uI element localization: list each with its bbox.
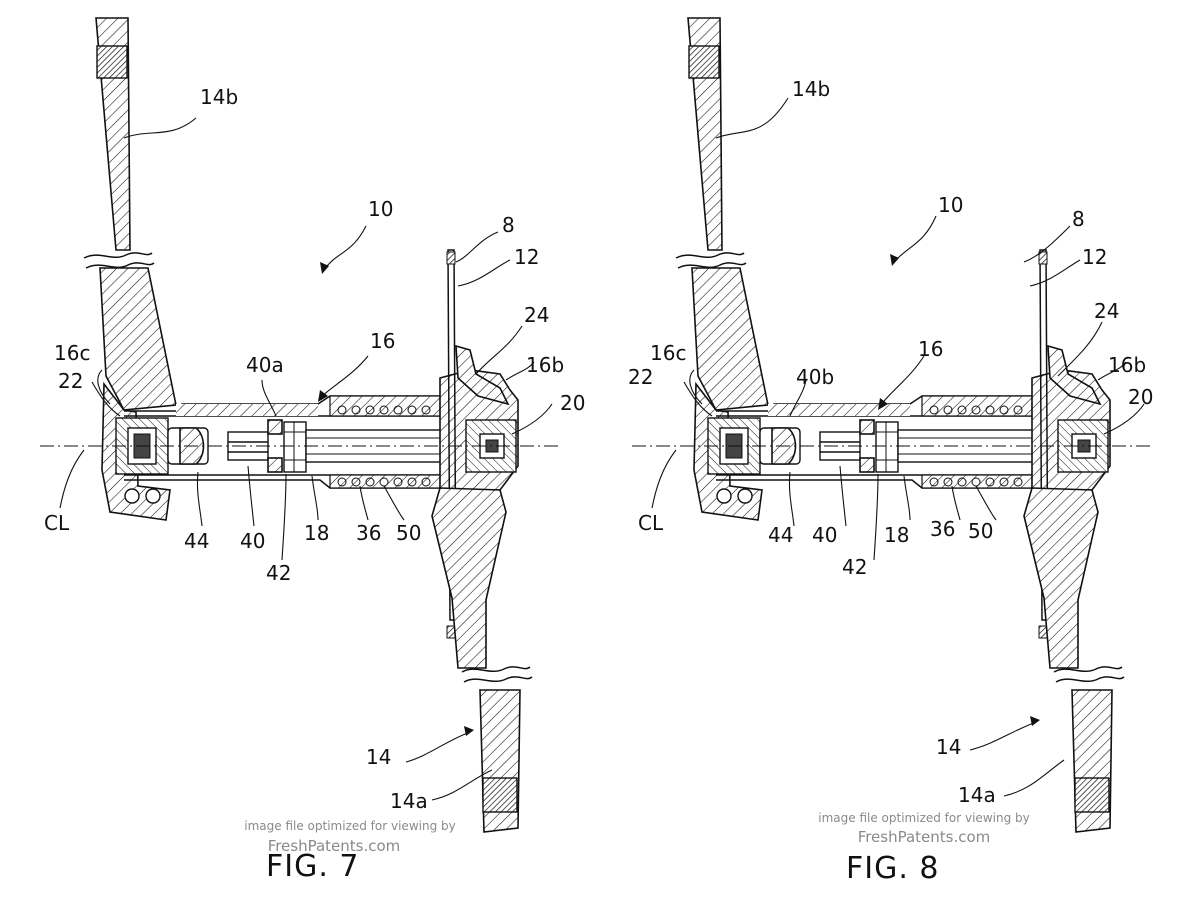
- label-12: 12: [1082, 245, 1107, 269]
- label-16c: 16c: [54, 341, 90, 365]
- leader-lines: [651, 97, 1145, 797]
- label-44: 44: [768, 523, 793, 547]
- label-18: 18: [304, 521, 329, 545]
- label-10: 10: [938, 193, 963, 217]
- label-16c: 16c: [650, 341, 686, 365]
- label-44: 44: [184, 529, 209, 553]
- crank-assembly-drawing: [39, 17, 561, 833]
- figure-title: FIG. 8: [846, 851, 940, 886]
- watermark-line-1: image file optimized for viewing by: [818, 811, 1029, 825]
- figure-7: 14b 10 8 12 16 24 16c 22 40a 16b 20 CL 4…: [39, 17, 585, 884]
- label-50: 50: [396, 521, 421, 545]
- label-20: 20: [1128, 385, 1153, 409]
- leader-lines: [59, 117, 553, 801]
- label-8: 8: [502, 213, 515, 237]
- label-40: 40: [812, 523, 837, 547]
- label-14: 14: [366, 745, 391, 769]
- figure-8: 14b 10 8 12 16 24 16c 22 40b 16b 20 CL 4…: [628, 17, 1153, 886]
- label-8: 8: [1072, 207, 1085, 231]
- label-20: 20: [560, 391, 585, 415]
- label-36: 36: [356, 521, 381, 545]
- label-18: 18: [884, 523, 909, 547]
- label-22: 22: [58, 369, 83, 393]
- watermark-line-1: image file optimized for viewing by: [244, 819, 455, 833]
- label-40x: 40b: [796, 365, 834, 389]
- label-14a: 14a: [958, 783, 996, 807]
- label-14b: 14b: [200, 85, 238, 109]
- label-16b: 16b: [1108, 353, 1146, 377]
- label-14a: 14a: [390, 789, 428, 813]
- label-50: 50: [968, 519, 993, 543]
- label-CL: CL: [44, 511, 70, 535]
- label-14b: 14b: [792, 77, 830, 101]
- figure-title: FIG. 7: [266, 849, 360, 884]
- reference-labels: 14b 10 8 12 16 24 16c 22 40a 16b 20 CL 4…: [44, 85, 585, 813]
- label-12: 12: [514, 245, 539, 269]
- label-42: 42: [266, 561, 291, 585]
- label-22: 22: [628, 365, 653, 389]
- watermark-line-2: FreshPatents.com: [858, 828, 991, 846]
- label-24: 24: [1094, 299, 1119, 323]
- label-16: 16: [918, 337, 943, 361]
- label-14: 14: [936, 735, 961, 759]
- watermark-line-2: FreshPatents.com: [268, 837, 401, 855]
- label-16: 16: [370, 329, 395, 353]
- reference-labels: 14b 10 8 12 16 24 16c 22 40b 16b 20 CL 4…: [628, 77, 1153, 807]
- label-10: 10: [368, 197, 393, 221]
- label-40x: 40a: [246, 353, 284, 377]
- label-CL: CL: [638, 511, 664, 535]
- label-24: 24: [524, 303, 549, 327]
- label-42: 42: [842, 555, 867, 579]
- label-40: 40: [240, 529, 265, 553]
- crank-assembly-drawing: [631, 17, 1153, 833]
- label-16b: 16b: [526, 353, 564, 377]
- label-36: 36: [930, 517, 955, 541]
